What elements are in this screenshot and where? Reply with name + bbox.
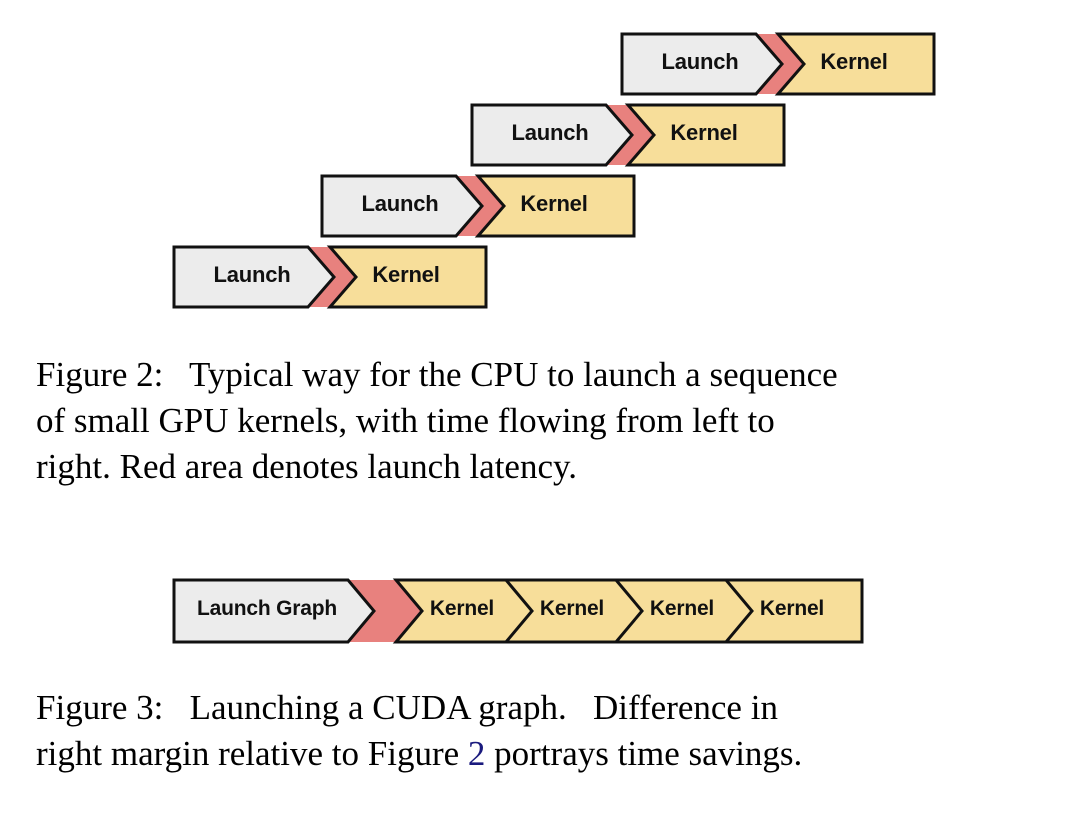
- figure-2-caption: Figure 2: Typical way for the CPU to lau…: [36, 352, 1046, 490]
- launch-chevron-shape: [620, 32, 784, 96]
- figure-3-caption-line-2-before: right margin relative to Figure: [36, 734, 468, 773]
- stair-row-shapes: [470, 103, 786, 167]
- figure-3-caption: Figure 3: Launching a CUDA graph. Differ…: [36, 685, 1046, 777]
- stair-row-shapes: [172, 245, 488, 309]
- kernel-sequence-shape: [392, 578, 864, 644]
- figure-2-caption-line-1: Figure 2: Typical way for the CPU to lau…: [36, 355, 838, 394]
- kernel-chevron-shape: [624, 103, 786, 167]
- launch-chevron-shape: [320, 174, 484, 238]
- figure-3-caption-line-1: Figure 3: Launching a CUDA graph. Differ…: [36, 688, 778, 727]
- kernel-divider-chevron: [614, 579, 644, 643]
- figure-3-caption-line-2: right margin relative to Figure 2 portra…: [36, 731, 1046, 777]
- launch-chevron-shape: [172, 245, 336, 309]
- kernel-divider-chevron: [724, 579, 754, 643]
- launch-chevron-shape: [470, 103, 634, 167]
- figure-3-caption-line-2-after: portrays time savings.: [485, 734, 803, 773]
- launch-graph-chevron-shape: [172, 578, 376, 644]
- figure-2-cross-reference-link[interactable]: 2: [467, 734, 486, 773]
- figure-2-caption-line-2: of small GPU kernels, with time flowing …: [36, 401, 775, 440]
- figure-3-shapes: [172, 578, 864, 644]
- stair-row-shapes: [320, 174, 636, 238]
- figure-2-caption-line-3: right. Red area denotes launch latency.: [36, 447, 577, 486]
- kernel-divider-chevron: [504, 579, 534, 643]
- kernel-chevron-shape: [474, 174, 636, 238]
- stair-row-shapes: [620, 32, 936, 96]
- kernel-chevron-shape: [774, 32, 936, 96]
- kernel-chevron-shape: [326, 245, 488, 309]
